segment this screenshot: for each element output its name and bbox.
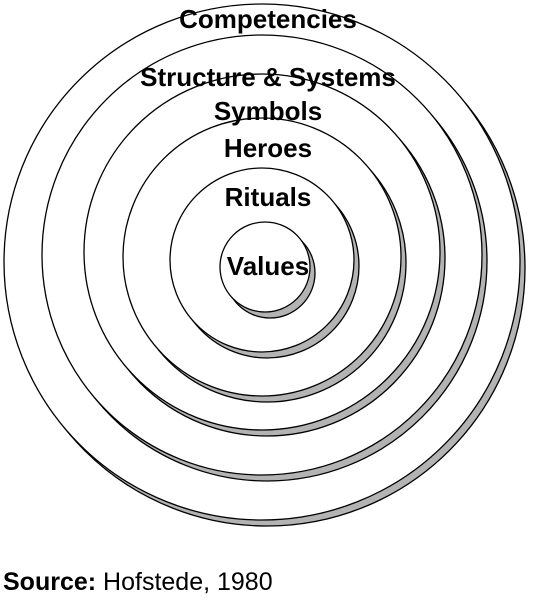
label-heroes: Heroes <box>224 133 312 163</box>
label-structure-and-systems: Structure & Systems <box>140 62 396 92</box>
label-symbols: Symbols <box>214 96 322 126</box>
label-rituals: Rituals <box>225 182 312 212</box>
source-citation: Source: Hofstede, 1980 <box>3 568 273 597</box>
label-competencies: Competencies <box>179 4 357 34</box>
rings-group <box>3 3 526 527</box>
label-values: Values <box>227 251 309 281</box>
source-label: Source: <box>3 568 97 596</box>
ring-values <box>219 221 311 313</box>
source-text: Hofstede, 1980 <box>96 568 273 596</box>
